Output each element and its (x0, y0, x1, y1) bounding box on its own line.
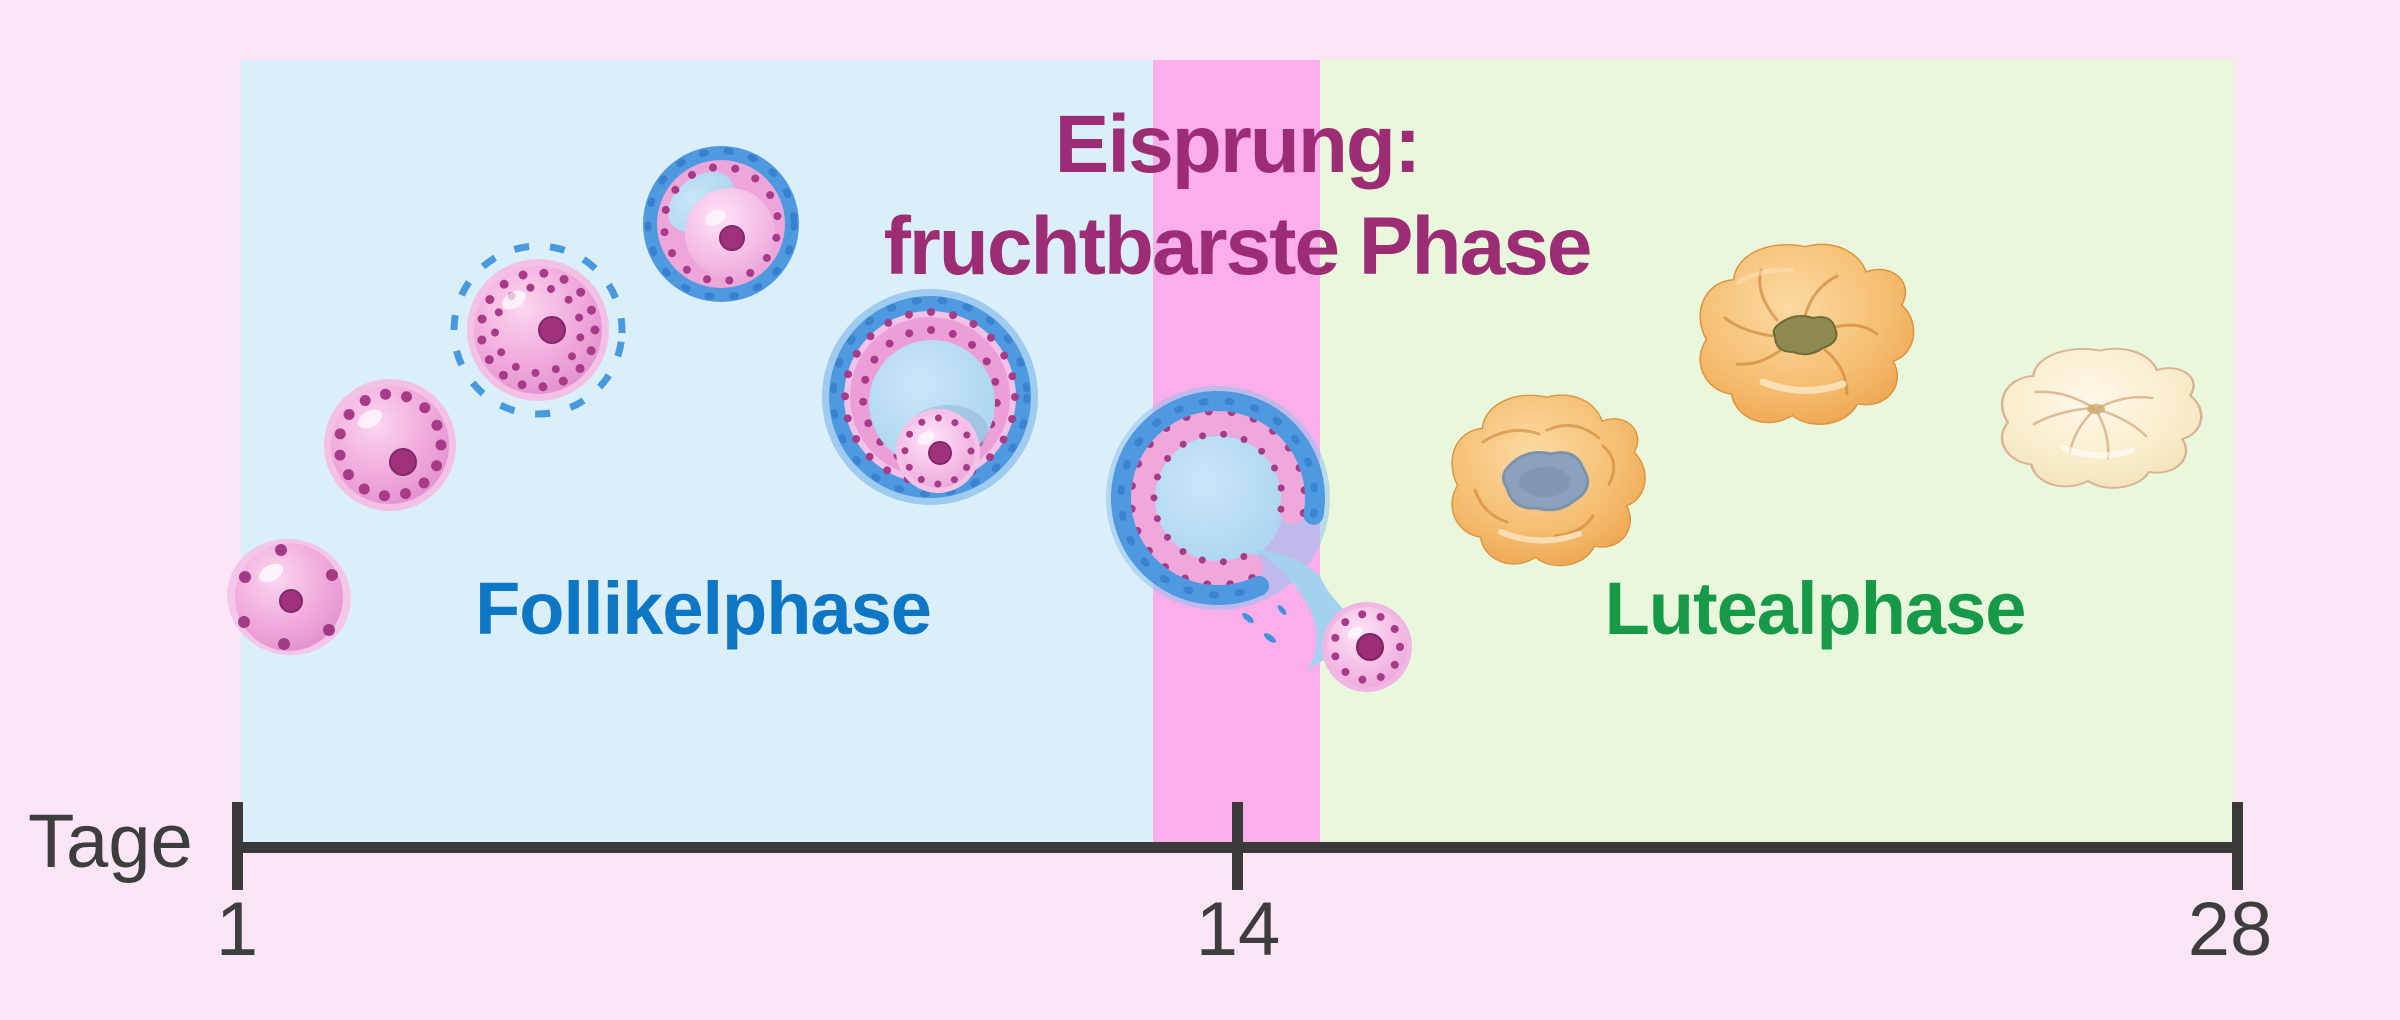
early-antral-follicle-icon (643, 146, 799, 302)
tick-day-14 (1232, 802, 1243, 890)
ovulation-title-line2: fruchtbarste Phase (883, 201, 1593, 292)
primary-follicle-icon (324, 379, 456, 511)
corpus-luteum-icon (1699, 243, 1915, 426)
ovulation-title: Eisprung: fruchtbarste Phase (837, 94, 1637, 298)
tick-label-1: 1 (215, 887, 259, 972)
tick-day-1 (232, 802, 243, 890)
tick-label-14: 14 (1195, 887, 1281, 972)
tick-label-28: 28 (2187, 887, 2273, 972)
primordial-follicle-icon (227, 538, 351, 656)
released-egg-icon (1322, 602, 1412, 692)
follicular-phase-label: Follikelphase (475, 567, 932, 650)
corpus-hemorrhagicum-icon (1451, 394, 1646, 567)
luteal-phase-label: Lutealphase (1604, 567, 2027, 650)
axis-caption-tage: Tage (28, 799, 193, 884)
graafian-follicle-icon (822, 289, 1038, 505)
tick-day-28 (2232, 802, 2243, 890)
ovulation-title-line1: Eisprung: (1054, 99, 1422, 190)
secondary-follicle-icon (450, 242, 626, 418)
corpus-albicans-icon (2000, 347, 2203, 490)
